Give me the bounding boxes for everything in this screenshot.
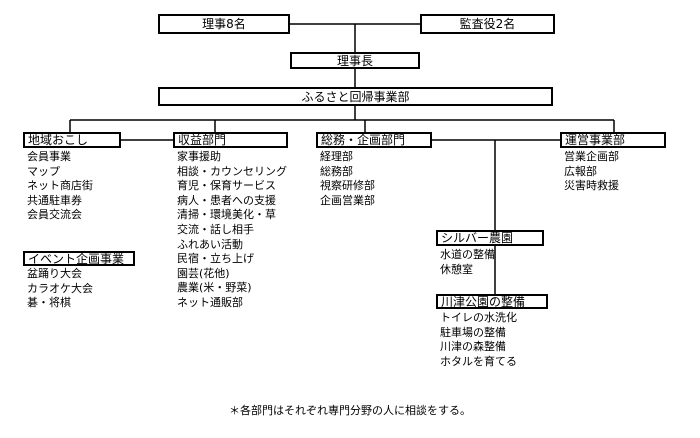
list-item: 総務部 — [320, 164, 353, 178]
dept-unei-items: 営業企画部 広報部 災害時救援 — [564, 150, 619, 194]
chairman-label: 理事長 — [336, 53, 373, 68]
dept-shueki-title: 収益部門 — [178, 133, 227, 147]
sub-event-items: 盆踊り大会 カラオケ大会 碁・将棋 — [27, 267, 93, 311]
list-item: 交流・話し相手 — [177, 222, 254, 236]
sub-kawazu-items: トイレの水洗化 駐車場の整備 川津の森整備 ホタルを育てる — [440, 311, 517, 369]
list-item: 会員交流会 — [27, 208, 82, 222]
dept-somu-items: 経理部 総務部 視察研修部 企画営業部 — [320, 150, 375, 208]
list-item: 病人・患者への支援 — [177, 193, 276, 207]
dept-somu-title: 総務・企画部門 — [321, 133, 406, 147]
headquarters-box: ふるさと回帰事業部 — [158, 87, 553, 106]
list-item: 水道の整備 — [440, 248, 495, 261]
list-item: カラオケ大会 — [27, 281, 93, 295]
dept-unei-title: 運営事業部 — [565, 133, 626, 147]
list-item: 民宿・立ち上げ — [177, 252, 254, 266]
list-item: 育児・保育サービス — [177, 179, 276, 193]
dept-chiiki-box: 地域おこし — [23, 132, 121, 148]
list-item: ふれあい活動 — [177, 237, 243, 251]
list-item: 碁・将棋 — [27, 296, 71, 310]
list-item: 園芸(花他) — [177, 266, 230, 280]
footnote: ＊各部門はそれぞれ専門分野の人に相談をする。 — [229, 404, 471, 417]
sub-event-title: イベント企画事業 — [28, 251, 125, 266]
sub-event-box: イベント企画事業 — [23, 251, 135, 266]
auditors-box: 監査役2名 — [420, 14, 555, 34]
dept-somu-box: 総務・企画部門 — [316, 132, 432, 148]
list-item: 駐車場の整備 — [440, 325, 506, 339]
board-label: 理事8名 — [202, 17, 246, 31]
list-item: 広報部 — [564, 164, 597, 178]
sub-kawazu-box: 川津公園の整備 — [436, 294, 548, 309]
list-item: マップ — [27, 164, 60, 178]
list-item: 視察研修部 — [320, 179, 375, 193]
list-item: 相談・カウンセリング — [177, 164, 287, 178]
list-item: 家事援助 — [177, 150, 221, 163]
list-item: 川津の森整備 — [440, 340, 506, 354]
list-item: 会員事業 — [27, 150, 71, 163]
sub-silver-title: シルバー農園 — [441, 231, 514, 245]
list-item: 農業(米・野菜) — [177, 281, 252, 295]
list-item: ネット商店街 — [27, 179, 93, 193]
list-item: 清掃・環境美化・草 — [177, 208, 276, 222]
chairman-box: 理事長 — [290, 52, 420, 69]
list-item: 共通駐車券 — [27, 193, 82, 207]
dept-unei-box: 運営事業部 — [560, 132, 666, 148]
list-item: 盆踊り大会 — [27, 267, 82, 280]
sub-silver-box: シルバー農園 — [436, 230, 544, 246]
dept-shueki-box: 収益部門 — [173, 132, 288, 148]
list-item: 経理部 — [320, 150, 353, 163]
sub-kawazu-title: 川津公園の整備 — [441, 294, 526, 309]
list-item: 企画営業部 — [320, 193, 375, 207]
headquarters-label: ふるさと回帰事業部 — [301, 89, 410, 104]
auditors-label: 監査役2名 — [459, 17, 516, 31]
sub-silver-items: 水道の整備 休憩室 — [440, 248, 495, 277]
board-box: 理事8名 — [158, 14, 290, 34]
list-item: ネット通販部 — [177, 295, 243, 309]
list-item: 営業企画部 — [564, 150, 619, 163]
list-item: 休憩室 — [440, 262, 473, 276]
dept-chiiki-items: 会員事業 マップ ネット商店街 共通駐車券 会員交流会 — [27, 150, 93, 223]
list-item: トイレの水洗化 — [440, 311, 517, 324]
dept-shueki-items: 家事援助 相談・カウンセリング 育児・保育サービス 病人・患者への支援 清掃・環… — [177, 150, 287, 311]
dept-chiiki-title: 地域おこし — [28, 133, 89, 147]
list-item: ホタルを育てる — [440, 354, 517, 368]
list-item: 災害時救援 — [564, 179, 619, 193]
